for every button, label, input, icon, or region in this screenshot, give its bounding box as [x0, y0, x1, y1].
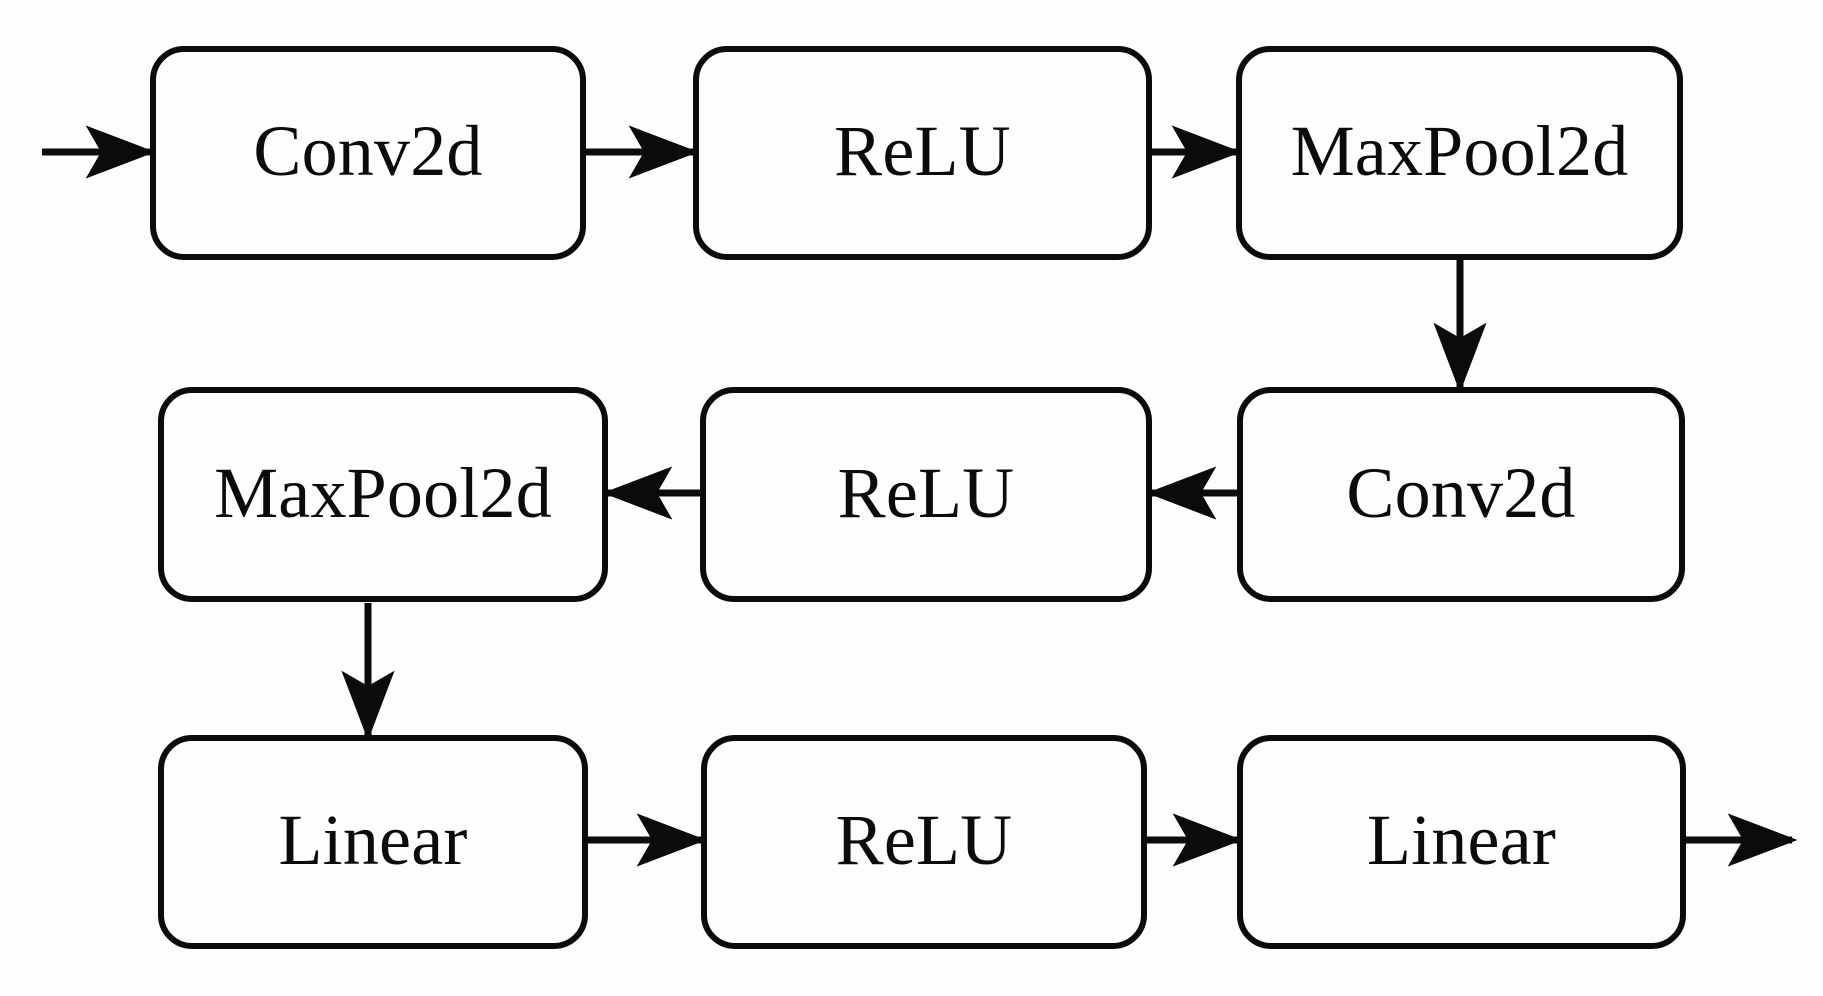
node-label: ReLU [834, 111, 1011, 191]
node-label: Conv2d [253, 111, 483, 191]
node-label: Linear [1366, 800, 1557, 880]
node-linear-2[interactable]: Linear [1237, 735, 1686, 949]
node-relu-1[interactable]: ReLU [693, 46, 1152, 260]
node-relu-2[interactable]: ReLU [700, 387, 1152, 602]
node-label: Conv2d [1346, 452, 1576, 533]
node-label: MaxPool2d [214, 452, 552, 533]
node-maxpool2d-1[interactable]: MaxPool2d [1236, 46, 1683, 260]
node-relu-3[interactable]: ReLU [701, 735, 1147, 949]
node-label: Linear [278, 800, 468, 880]
node-label: ReLU [835, 800, 1013, 880]
node-conv2d-1[interactable]: Conv2d [150, 46, 586, 260]
node-linear-1[interactable]: Linear [158, 735, 588, 949]
node-label: MaxPool2d [1290, 111, 1629, 191]
node-maxpool2d-2[interactable]: MaxPool2d [158, 387, 608, 602]
node-label: ReLU [837, 452, 1015, 533]
node-conv2d-2[interactable]: Conv2d [1237, 387, 1685, 602]
